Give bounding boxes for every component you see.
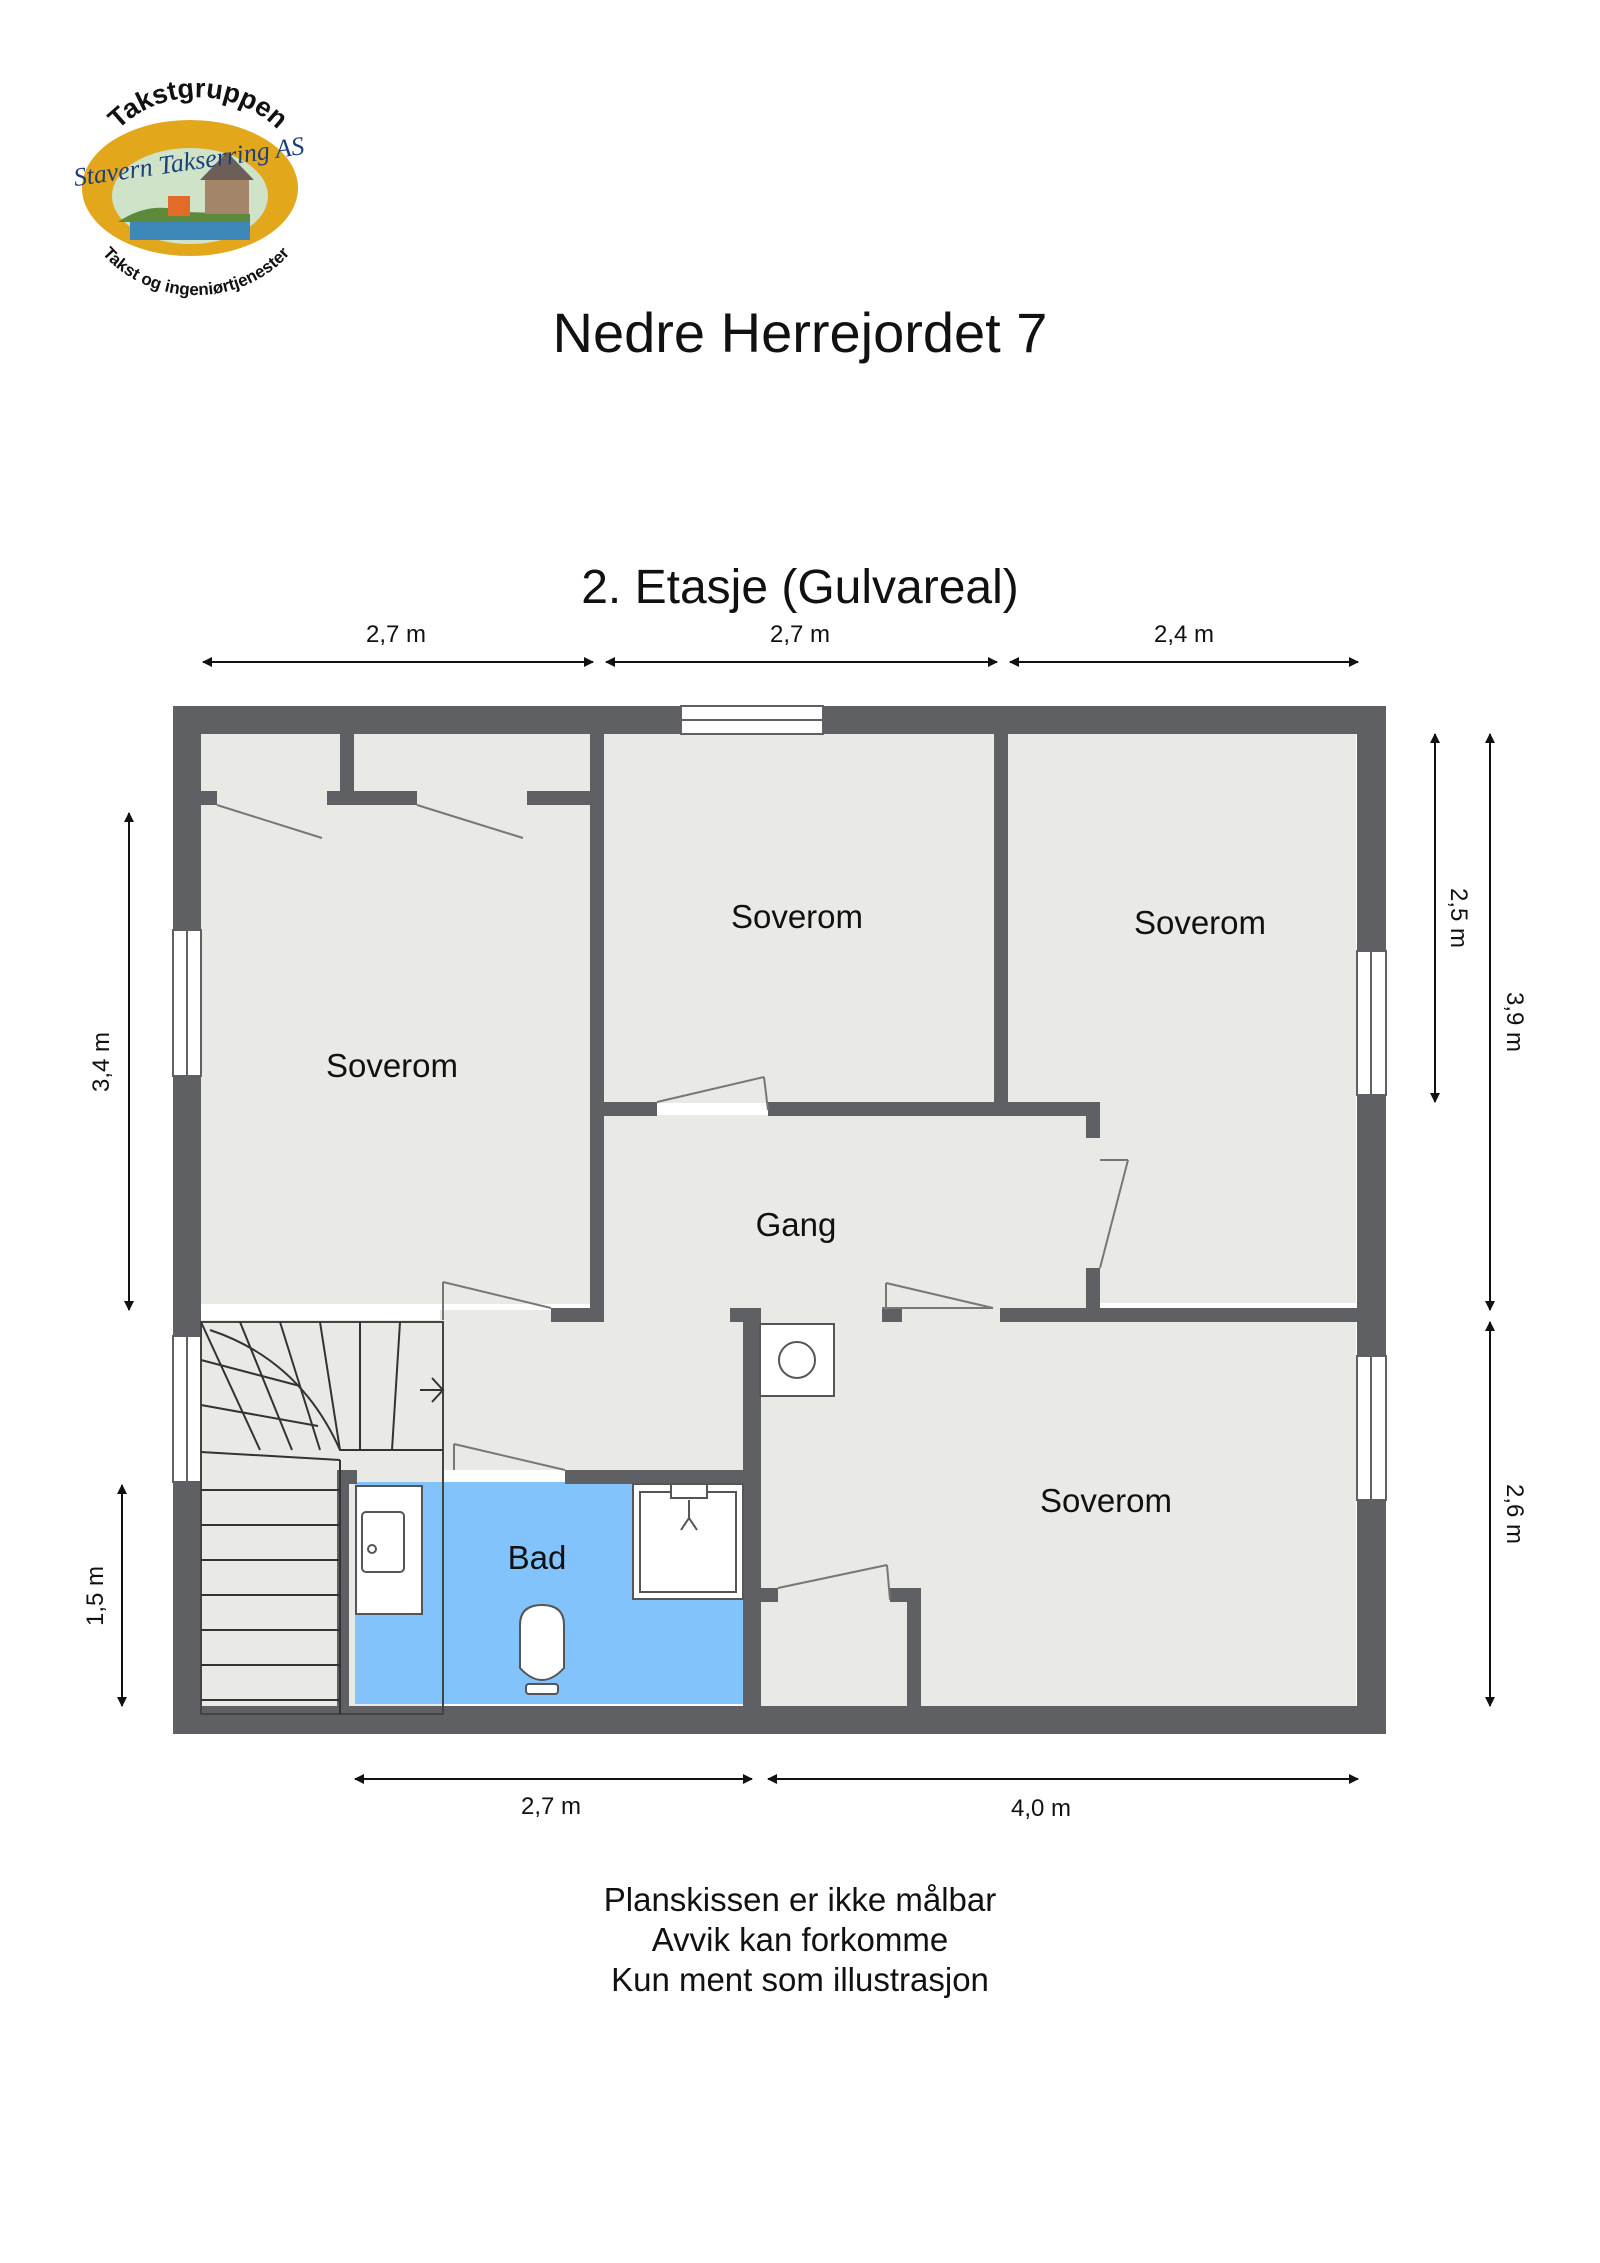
window-top bbox=[680, 705, 824, 735]
door-bathroom bbox=[453, 1443, 566, 1471]
dimension-top-2: 2,7 m bbox=[770, 621, 830, 648]
wall-bedroom-left-right bbox=[590, 733, 604, 1322]
wall-bottom bbox=[173, 1706, 1386, 1734]
windows bbox=[172, 705, 1387, 1501]
floor-stair-landing bbox=[440, 1310, 745, 1470]
page-title: Nedre Herrejordet 7 bbox=[552, 301, 1048, 364]
door-bedroom-right bbox=[1099, 1159, 1129, 1269]
room-label-bedroom-middle: Soverom bbox=[731, 898, 863, 935]
door-closet-2 bbox=[416, 804, 524, 839]
wall-left bbox=[173, 706, 201, 1734]
doors bbox=[216, 804, 1129, 1601]
window-right-upper bbox=[1356, 950, 1387, 1096]
dimension-top-3: 2,4 m bbox=[1154, 621, 1214, 648]
toilet bbox=[519, 1603, 565, 1681]
dimension-right-outer-lower: 2,6 m bbox=[1501, 1484, 1528, 1544]
dimension-right-outer-upper: 3,9 m bbox=[1501, 992, 1528, 1052]
door-closet-3 bbox=[777, 1564, 888, 1589]
door-bedroom-middle bbox=[656, 1076, 765, 1103]
staircase bbox=[200, 1321, 445, 1715]
wall-bathroom-right bbox=[743, 1308, 761, 1728]
window-right-lower bbox=[1356, 1355, 1387, 1501]
door-bedroom-left bbox=[442, 1281, 552, 1309]
note-line: Avvik kan forkomme bbox=[651, 1921, 949, 1958]
note-line: Planskissen er ikke målbar bbox=[603, 1881, 997, 1918]
floor-bedroom-middle bbox=[603, 733, 995, 1103]
dimension-top-1: 2,7 m bbox=[366, 621, 426, 648]
floor-hallway bbox=[603, 1115, 1092, 1320]
shower-head-icon bbox=[670, 1483, 708, 1499]
fixtures bbox=[355, 1323, 835, 1695]
room-label-bedroom-bottom: Soverom bbox=[1040, 1482, 1172, 1519]
dimension-bottom-1: 2,7 m bbox=[521, 1793, 581, 1820]
room-label-bedroom-right: Soverom bbox=[1134, 904, 1266, 941]
wall-bedroom-bottom-top bbox=[1000, 1308, 1358, 1322]
door-closet-1 bbox=[216, 804, 323, 839]
room-label-bedroom-left: Soverom bbox=[326, 1047, 458, 1084]
floor-title: 2. Etasje (Gulvareal) bbox=[581, 561, 1019, 614]
window-left-lower bbox=[172, 1335, 202, 1483]
dimension-right-inner: 2,5 m bbox=[1445, 888, 1472, 948]
floor-bedroom-left bbox=[199, 733, 591, 1304]
door-bedroom-bottom bbox=[885, 1282, 994, 1309]
chimney-flue-icon bbox=[778, 1341, 816, 1379]
wall-right bbox=[1357, 706, 1386, 1734]
dimension-left-lower: 1,5 m bbox=[82, 1566, 109, 1626]
room-label-hallway: Gang bbox=[756, 1206, 837, 1243]
room-label-bathroom: Bad bbox=[508, 1539, 567, 1576]
window-left-upper bbox=[172, 929, 202, 1077]
wall-bedrooms-divider bbox=[994, 733, 1008, 1103]
logo-water bbox=[130, 218, 250, 240]
disclaimer-notes: Planskissen er ikke målbar Avvik kan for… bbox=[0, 1880, 1600, 2000]
dimension-left-upper: 3,4 m bbox=[88, 1032, 115, 1092]
floor-bedroom-bottom bbox=[760, 1320, 1356, 1710]
dimension-lines bbox=[117, 657, 1495, 1784]
note-line: Kun ment som illustrasjon bbox=[611, 1961, 989, 1998]
floors bbox=[199, 733, 1356, 1710]
dimension-bottom-2: 4,0 m bbox=[1011, 1795, 1071, 1822]
company-logo: Takstgruppen Stavern Takserring AS Takst… bbox=[72, 73, 306, 299]
